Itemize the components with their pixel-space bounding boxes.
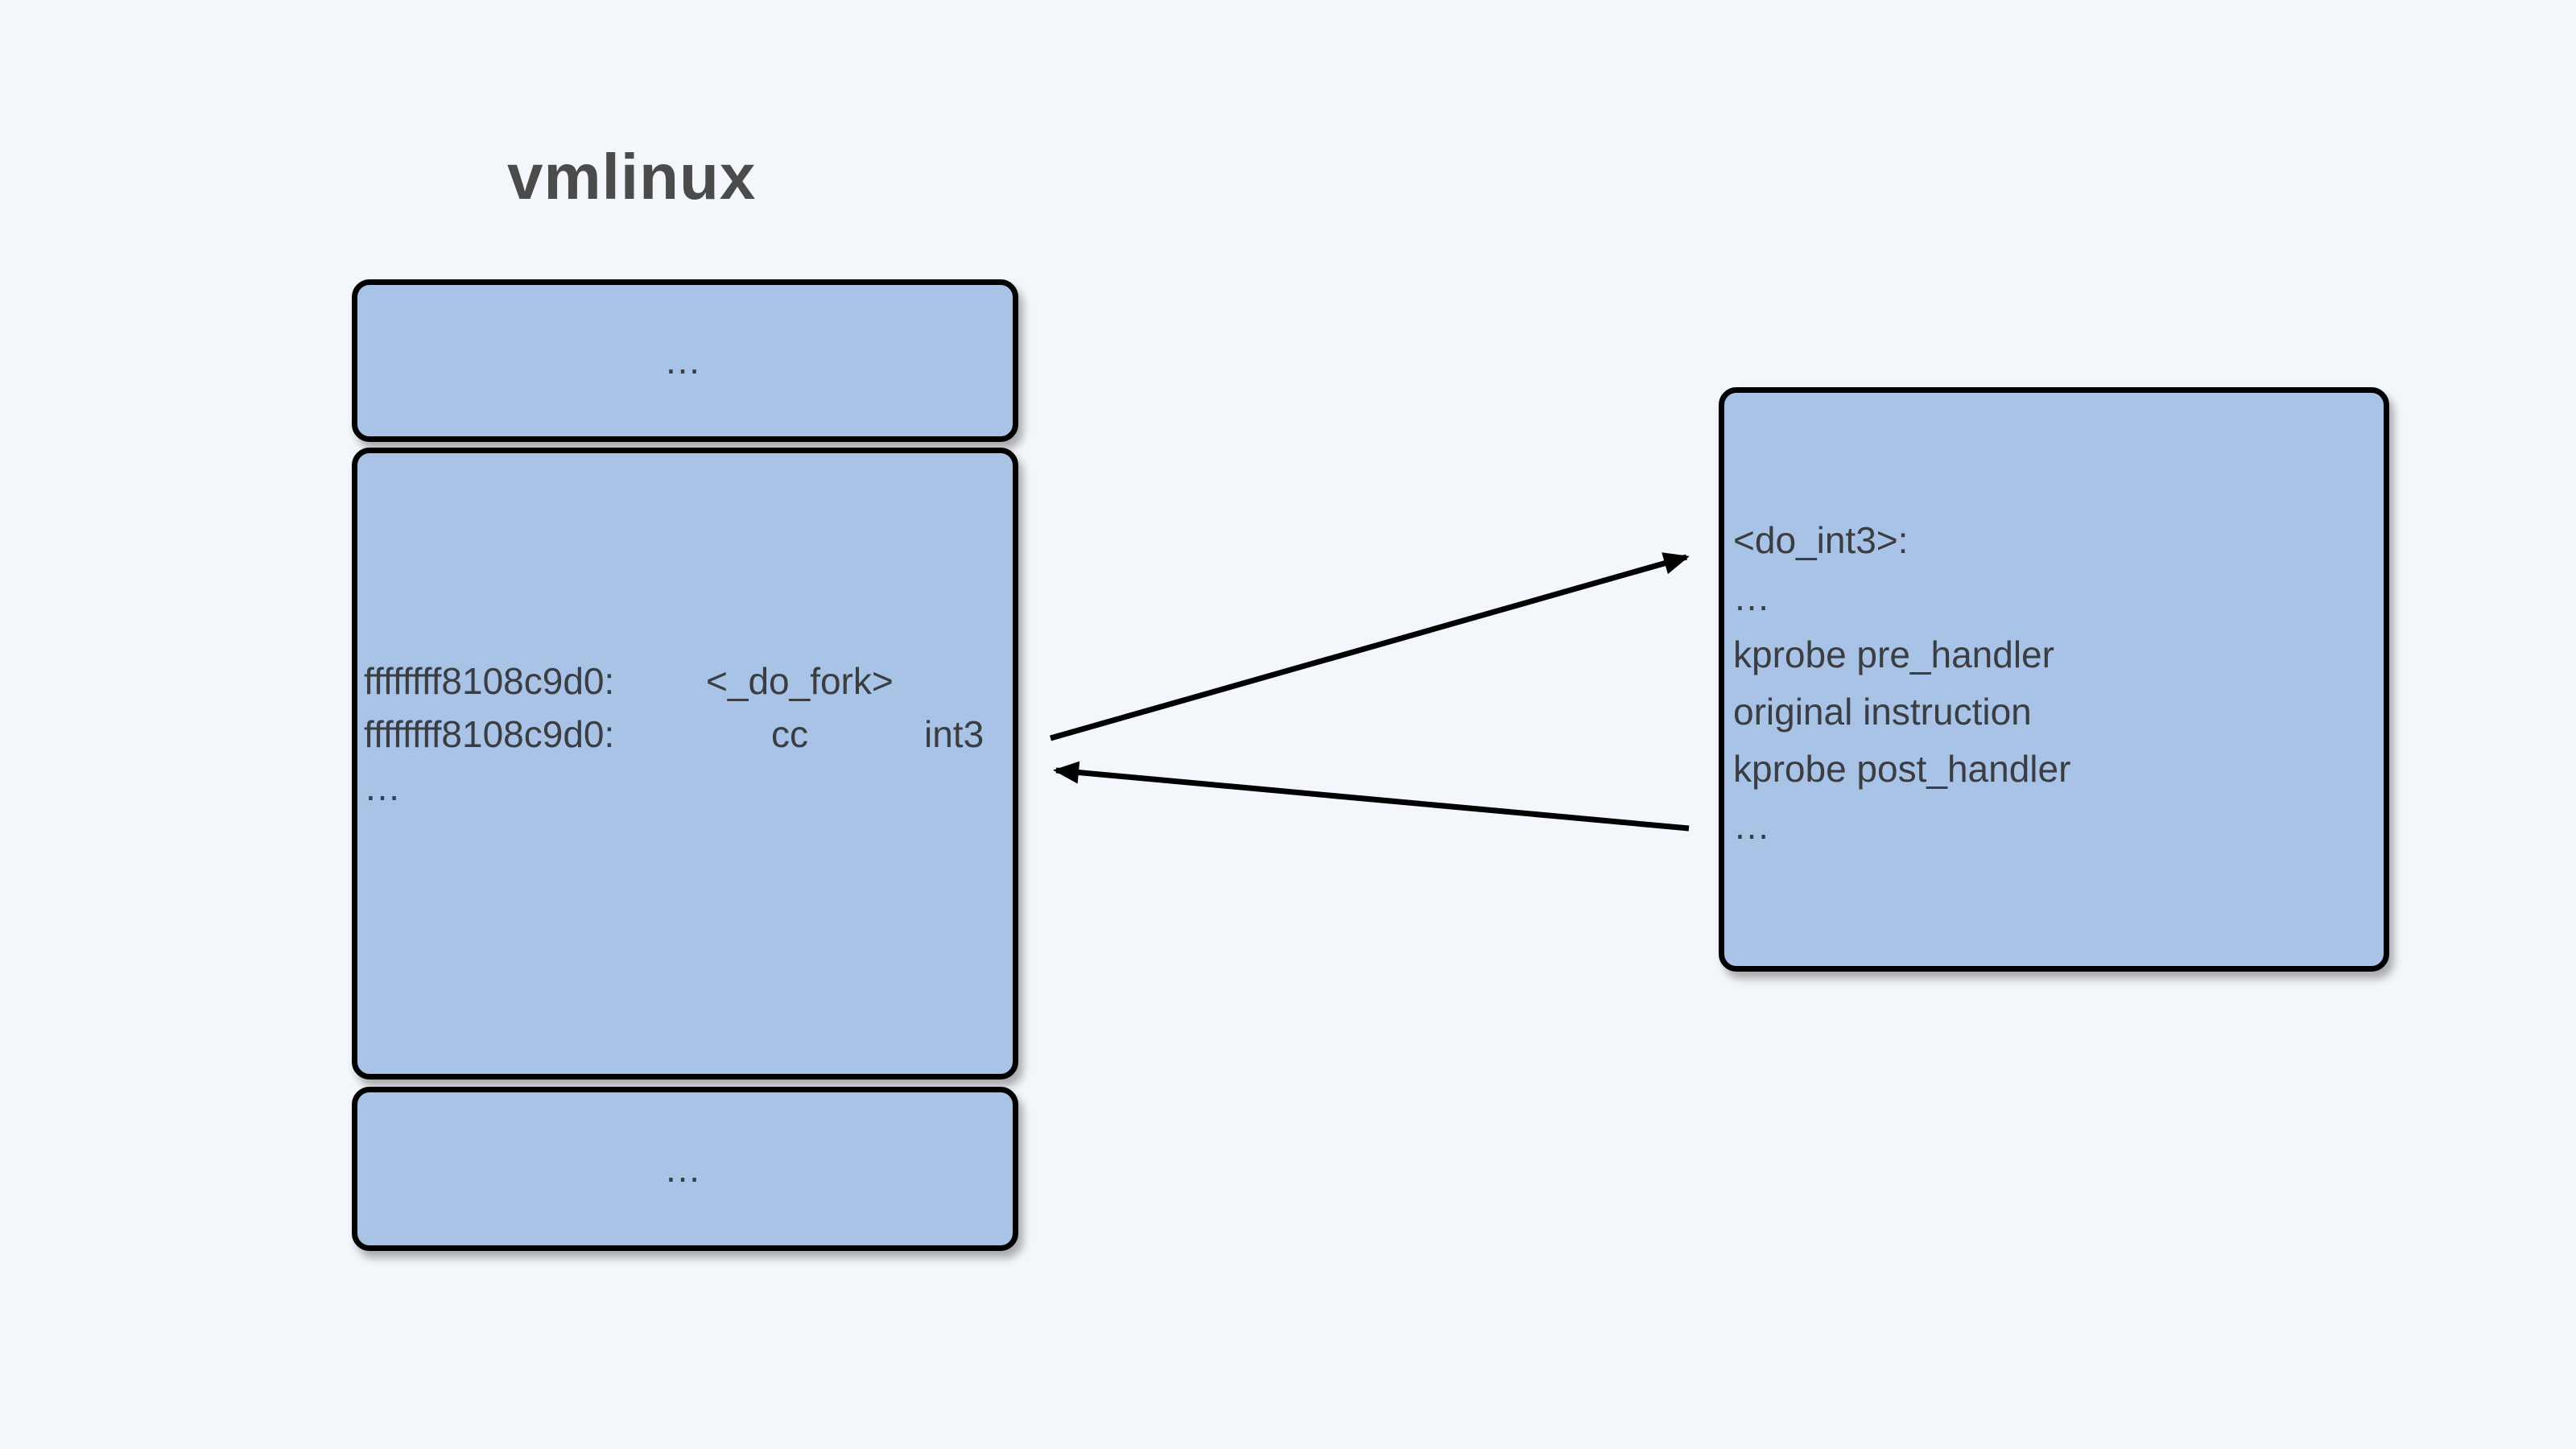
vmlinux-upper-section-box: …	[352, 279, 1018, 442]
ellipsis-text: …	[664, 340, 706, 382]
ellipsis-text: …	[664, 1148, 706, 1190]
arrow-int3-to-do-int3	[1050, 552, 1690, 741]
handler-lines: <do_int3>: … kprobe pre_handler original…	[1733, 512, 2070, 855]
vmlinux-do-fork-box: ffffffff8108c9d0: <_do_fork> ffffffff810…	[352, 448, 1018, 1080]
arrow-return-to-original	[1053, 761, 1690, 832]
mnemonic-text: int3	[924, 713, 985, 755]
symbol-text: <_do_fork>	[706, 660, 894, 702]
do-int3-handler-box: <do_int3>: … kprobe pre_handler original…	[1719, 387, 2389, 972]
diagram-title: vmlinux	[507, 141, 757, 213]
code-line-ellipsis: …	[357, 761, 1013, 814]
code-line-int3-instruction: ffffffff8108c9d0: cc int3	[357, 708, 1013, 761]
kprobe-post-handler-label: kprobe post_handler	[1733, 748, 2071, 790]
opcode-bytes-text: cc	[771, 713, 808, 755]
address-text: ffffffff8108c9d0:	[364, 660, 615, 702]
ellipsis-text: …	[1733, 576, 1775, 618]
address-text: ffffffff8108c9d0:	[364, 713, 615, 755]
do-int3-label: <do_int3>:	[1733, 519, 1909, 561]
ellipsis-text: …	[364, 766, 406, 808]
code-line-do-fork-symbol: ffffffff8108c9d0: <_do_fork>	[357, 654, 1013, 708]
vmlinux-lower-section-box: …	[352, 1087, 1018, 1251]
kprobe-pre-handler-label: kprobe pre_handler	[1733, 634, 2054, 675]
original-instruction-label: original instruction	[1733, 691, 2032, 733]
ellipsis-text: …	[1733, 805, 1775, 847]
